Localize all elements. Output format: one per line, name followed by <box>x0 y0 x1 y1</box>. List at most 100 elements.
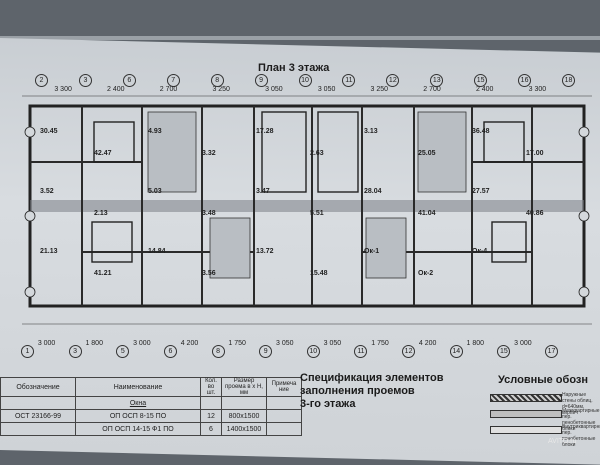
spec-table: Обозначение Наименование Кол. во шт. Раз… <box>0 377 302 436</box>
room-label: 2.63 <box>310 150 324 157</box>
room-label: 42.47 <box>94 150 112 157</box>
inner-rooms <box>91 111 527 263</box>
top-dim-3: 3 250 <box>212 86 230 93</box>
bottom-dim-2: 3 000 <box>133 340 151 347</box>
axis-markers <box>24 126 590 298</box>
legend-swatch-inter <box>490 410 562 418</box>
room-label: 15.48 <box>310 270 328 277</box>
legend-item-inner: Внутриквартирные пер. пенобетонные блоки <box>562 424 600 448</box>
top-axis-9: 13 <box>430 74 444 87</box>
top-axis-8: 12 <box>386 74 400 87</box>
col-qty: Кол. во шт. <box>200 377 222 397</box>
stair-hatching <box>147 111 467 279</box>
table-row: ОСТ 23166-99 ОП ОСП 8-15 ПО 12 800х1500 <box>0 409 302 423</box>
bottom-dim-7: 1 750 <box>371 340 389 347</box>
floor-plan-drawing <box>22 95 592 325</box>
top-axis-10: 15 <box>474 74 488 87</box>
table-row: ОП ОСП 14-15 Ф1 ПО 6 1400х1500 <box>0 422 302 436</box>
legend-item-outer: Наружные стены облиц. d=640мм, кирпич <box>562 392 593 416</box>
bottom-dim-9: 1 800 <box>466 340 485 347</box>
bottom-dim-5: 3 050 <box>276 340 294 347</box>
top-axis-6: 10 <box>298 74 312 87</box>
room-label: 36.48 <box>472 128 490 135</box>
top-axis-2: 6 <box>122 74 136 87</box>
room-label: 5.03 <box>148 188 162 195</box>
top-dim-0: 3 300 <box>54 86 72 93</box>
bottom-axis-11: 17 <box>545 345 558 358</box>
room-label: Ок-1 <box>364 248 380 255</box>
room-label: 41.04 <box>418 210 436 217</box>
plan-title: План 3 этажа <box>258 62 330 74</box>
bottom-dim-8: 4 200 <box>418 340 437 347</box>
top-axis-7: 11 <box>342 74 356 87</box>
room-label: Ок-4 <box>472 248 488 255</box>
bottom-axis-2: 5 <box>116 345 130 358</box>
bottom-axis-8: 12 <box>402 345 416 358</box>
col-name: Наименование <box>75 377 201 397</box>
room-label: 5.51 <box>310 210 324 217</box>
room-label: 3.48 <box>202 210 216 217</box>
room-label: 17.00 <box>526 150 544 157</box>
room-label: 3.32 <box>202 150 216 157</box>
top-axis-11: 16 <box>518 74 532 87</box>
room-label: 4.93 <box>148 128 162 135</box>
watermark: AVITO.ru <box>548 438 577 445</box>
bottom-dim-10: 3 000 <box>514 340 532 347</box>
bottom-axis-9: 14 <box>449 345 463 358</box>
room-label: 25.05 <box>418 150 436 157</box>
top-axis-12: 18 <box>562 74 575 87</box>
room-label: 40.86 <box>526 210 544 217</box>
bottom-axis-5: 9 <box>259 345 273 358</box>
bottom-axis-4: 8 <box>211 345 225 358</box>
top-axis-4: 8 <box>210 74 224 87</box>
col-size: Размер проема в х Н, мм <box>221 377 267 397</box>
sheet-edge <box>0 36 600 40</box>
bottom-axis-1: 3 <box>68 345 82 358</box>
room-label: 3.47 <box>256 188 270 195</box>
bottom-dim-6: 3 050 <box>323 340 342 347</box>
top-dim-9: 3 300 <box>528 86 547 93</box>
dimension-lines <box>22 95 592 325</box>
top-dim-5: 3 050 <box>317 86 336 93</box>
top-dim-8: 2 400 <box>475 86 494 93</box>
bottom-dim-3: 4 200 <box>180 340 199 347</box>
top-dim-1: 2 400 <box>107 86 125 93</box>
room-label: 27.57 <box>472 188 490 195</box>
bottom-axis-6: 10 <box>306 345 320 358</box>
room-label: 14.84 <box>148 248 166 255</box>
room-label: 28.04 <box>364 188 382 195</box>
top-dim-2: 2 700 <box>159 86 178 93</box>
col-code: Обозначение <box>0 377 76 397</box>
legend-title: Условные обозн <box>498 374 589 386</box>
top-dim-6: 3 250 <box>370 86 389 93</box>
top-dim-4: 3 050 <box>265 86 283 93</box>
bottom-axis-0: 1 <box>21 345 34 358</box>
bottom-axis-10: 15 <box>497 345 511 358</box>
corridor-band <box>30 200 584 212</box>
top-axis-1: 3 <box>78 74 92 87</box>
legend-swatch-inner <box>490 426 562 434</box>
bottom-axis-3: 6 <box>163 345 177 358</box>
top-axis-0: 2 <box>35 74 48 87</box>
top-dim-7: 2 700 <box>423 86 441 93</box>
room-label: Ок-2 <box>418 270 434 277</box>
room-label: 17.28 <box>256 128 274 135</box>
section-title: Окна <box>75 396 201 410</box>
room-label: 3.56 <box>202 270 216 277</box>
room-label: 3.52 <box>40 188 54 195</box>
bottom-dim-0: 3 000 <box>37 340 56 347</box>
room-label: 3.13 <box>364 128 378 135</box>
bottom-dim-1: 1 800 <box>85 340 103 347</box>
room-label: 30.45 <box>40 128 58 135</box>
room-label: 41.21 <box>94 270 112 277</box>
section-cell <box>0 396 76 410</box>
bottom-axis-7: 11 <box>354 345 368 358</box>
col-note: Примеча ние <box>266 377 302 397</box>
room-label: 2.13 <box>94 210 108 217</box>
room-label: 21.13 <box>40 248 58 255</box>
room-label: 13.72 <box>256 248 274 255</box>
top-axis-5: 9 <box>254 74 268 87</box>
bottom-dim-4: 1 750 <box>228 340 246 347</box>
top-axis-3: 7 <box>166 74 180 87</box>
spec-title: Спецификация элементов заполнения проемо… <box>300 372 444 410</box>
